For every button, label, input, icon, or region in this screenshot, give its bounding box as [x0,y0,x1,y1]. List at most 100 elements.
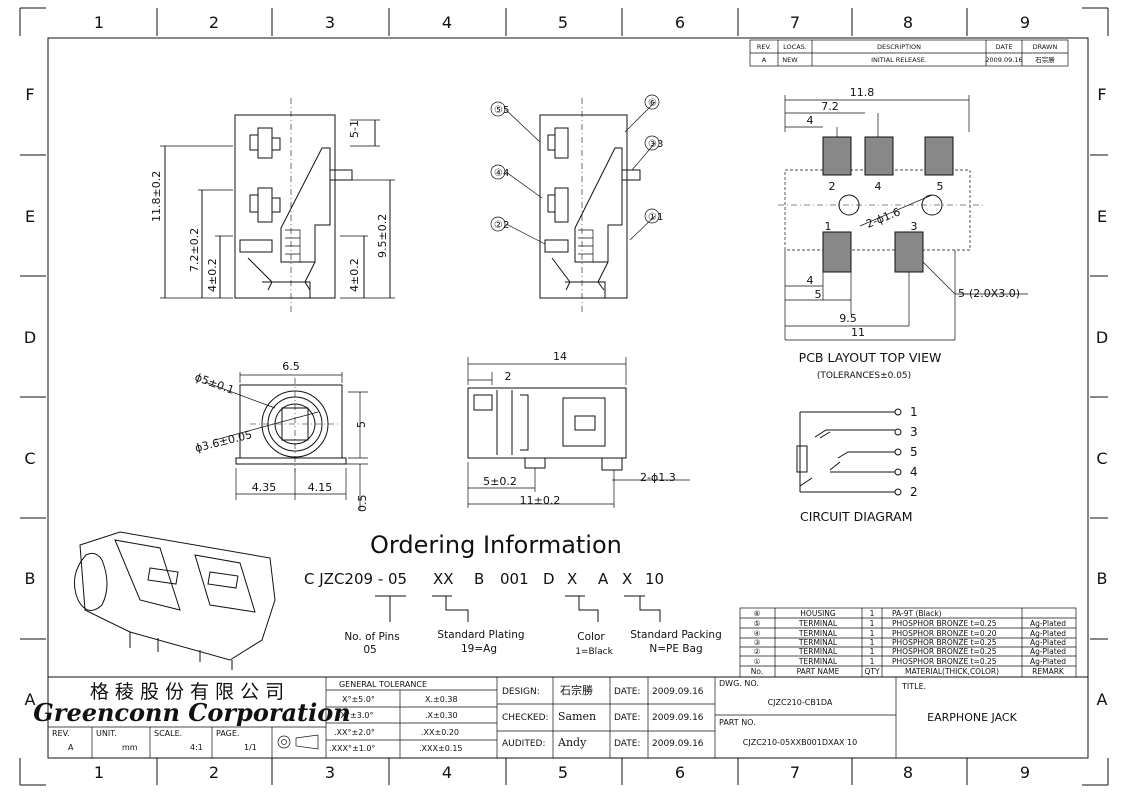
date-label: DATE: [614,739,640,749]
order-code-segment: C JZC209 - 05 [304,570,407,588]
col-label: 7 [790,763,800,782]
rev-header: LOCAS. [783,43,807,51]
date-value: 2009.09.16 [652,739,704,749]
col-label: 4 [442,13,452,32]
front-view: 6.5 ϕ5±0.1 ϕ3.6±0.05 5 4.35 4.15 0.5 [193,360,369,512]
dim-label: 9.5±0.2 [376,214,389,258]
drawing-title: EARPHONE JACK [927,711,1017,724]
rev-header: DESCRIPTION [877,43,921,51]
bom-cell: Ag-Plated [1030,657,1066,666]
pin-callout: ⑤5 [494,105,509,116]
design-label: DESIGN: [502,687,540,697]
order-code-segment: XX [433,570,454,588]
title-label: TITLE. [901,682,926,691]
dim-label: 11.8 [850,86,875,99]
bom-cell: TERMINAL [798,657,838,666]
order-code-segment: 10 [645,570,664,588]
bom-header: No. [751,667,763,676]
pad [864,136,894,176]
bom-cell: TERMINAL [798,619,838,628]
bom-cell: Ag-Plated [1030,629,1066,638]
audited-value: Andy [557,736,587,749]
bom-cell: PHOSPHOR BRONZE t=0.25 [892,647,997,656]
bom-cell: Ag-Plated [1030,638,1066,647]
circuit-pin: 5 [910,445,918,459]
bom-header: REMARK [1032,667,1065,676]
dim-label: 11.8±0.2 [150,171,163,222]
bom-cell: 1 [870,629,875,638]
order-code-segment: X [567,570,577,588]
pad [894,231,924,273]
order-code-segment: D [543,570,555,588]
tolerance-cell: .XXX°±1.0° [329,744,375,753]
tolerance-cell: .XX±0.20 [421,728,459,737]
pad-number: 2 [829,180,836,193]
dim-label: 4.35 [252,481,277,494]
col-label: 6 [675,13,685,32]
order-note-label: Standard Plating [437,629,524,641]
rev-cell: INITIAL RELEASE. [871,56,927,64]
pcb-title: PCB LAYOUT TOP VIEW [799,350,942,365]
bom-cell: ① [754,657,761,666]
dim-label: 5 [815,288,822,301]
dim-label: 14 [553,350,567,363]
date-value: 2009.09.16 [652,687,704,697]
dim-label: 4.15 [308,481,333,494]
tolerance-title: GENERAL TOLERANCE [339,680,427,689]
side-view-right: ⑤5 ④4 ②2 ⑥ ③3 ①1 [490,94,663,312]
page-label: PAGE. [216,729,239,738]
circuit-pin: 4 [910,465,918,479]
row-labels-right: F E D C B A [1096,85,1108,709]
order-note-label: Color [577,631,605,643]
bom-cell: 1 [870,647,875,656]
dim-label: 9.5 [839,312,857,325]
order-note-label: Standard Packing [630,629,722,641]
bom-cell: PA-9T (Black) [892,609,942,618]
bom-cell: PHOSPHOR BRONZE t=0.25 [892,657,997,666]
dim-label: 4 [807,274,814,287]
part-no-label: PART NO. [719,718,756,727]
col-label: 4 [442,763,452,782]
bom-cell: PHOSPHOR BRONZE t=0.20 [892,629,997,638]
pin-callout: ④4 [494,168,509,179]
dim-label: 4 [807,114,814,127]
tolerance-cell: X°±5.0° [342,695,375,704]
scale-label: SCALE. [154,729,182,738]
revision-table: REV. LOCAS. DESCRIPTION DATE DRAWN A NEW… [749,39,1069,67]
title-block: 格 稜 股 份 有 限 公 司 Greenconn Corporation RE… [33,676,1089,759]
bottom-view: 14 2 5±0.2 2-ϕ1.3 11±0.2 [467,350,690,508]
audited-label: AUDITED: [502,739,545,749]
row-label: E [25,207,35,226]
row-label: A [1097,690,1108,709]
col-label: 6 [675,763,685,782]
pad-number: 5 [937,180,944,193]
rev-header: DRAWN [1033,43,1058,51]
col-label: 8 [903,763,913,782]
col-label: 9 [1020,763,1030,782]
bom-header: MATERIAL(THICK,COLOR) [905,667,999,676]
pin-callout: ②2 [494,220,509,231]
bom-cell: 1 [870,609,875,618]
unit-value: mm [122,743,138,752]
pad [822,231,852,273]
row-label: C [24,449,35,468]
dim-label: 0.5 [356,495,369,513]
pad-number: 3 [911,220,918,233]
col-label: 3 [325,13,335,32]
col-label: 2 [209,763,219,782]
pad [924,136,954,176]
dim-label: 5-(2.0X3.0) [958,287,1020,300]
bom-cell: ⑥ [754,609,761,618]
row-label: A [25,690,36,709]
col-label: 8 [903,13,913,32]
order-note-value: N=PE Bag [649,643,702,655]
pad [822,136,852,176]
pcb-subtitle: (TOLERANCES±0.05) [817,371,911,381]
order-note-value: 1=Black [575,647,613,657]
order-note-label: No. of Pins [344,631,399,643]
ordering-title: Ordering Information [370,531,622,559]
dim-label: 2-ϕ1.3 [640,471,676,484]
bom-header: QTY [864,667,879,676]
col-label: 3 [325,763,335,782]
